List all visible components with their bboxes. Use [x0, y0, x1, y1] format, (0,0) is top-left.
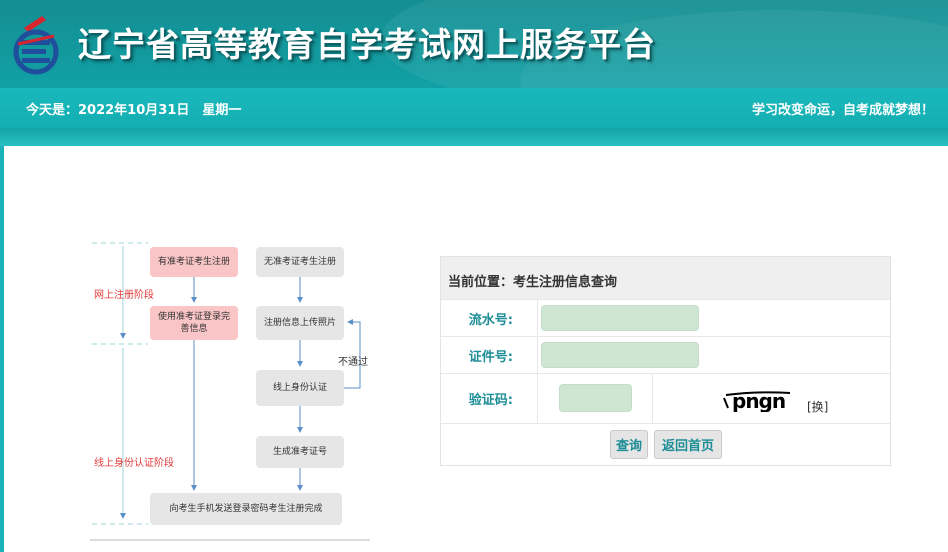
current-date: 今天是：2022年10月31日 星期一	[26, 103, 242, 118]
captcha-image[interactable]: pngn	[722, 388, 794, 412]
site-header: 辽宁省高等教育自学考试网上服务平台 今天是：2022年10月31日 星期一 学习…	[0, 0, 948, 146]
form-row-captcha: 验证码: pngn [换]	[441, 374, 890, 424]
flow-box-online-verify: 线上身份认证	[256, 370, 344, 406]
serial-number-input[interactable]	[541, 305, 699, 331]
id-label: 证件号:	[441, 337, 538, 373]
captcha-input-cell	[538, 374, 653, 423]
flowchart-connectors	[90, 242, 370, 541]
form-row-id: 证件号:	[441, 337, 890, 374]
registration-flowchart: 网上注册阶段 线上身份认证阶段 有准考证考生注册 使用准考证登录完善信息 无准考…	[86, 234, 386, 552]
flow-box-login-complete: 使用准考证登录完善信息	[150, 306, 238, 340]
id-number-input[interactable]	[541, 342, 699, 368]
refresh-captcha-link[interactable]: [换]	[807, 400, 829, 414]
stage-label-verify: 线上身份认证阶段	[94, 458, 174, 469]
flow-box-without-ticket: 无准考证考生注册	[256, 247, 344, 277]
breadcrumb: 当前位置：考生注册信息查询	[448, 275, 618, 290]
captcha-label: 验证码:	[441, 374, 538, 423]
captcha-text: pngn	[732, 389, 785, 412]
flow-box-register-upload: 注册信息上传照片	[256, 306, 344, 340]
not-passed-note: 不通过	[338, 357, 368, 368]
logo-icon	[13, 16, 59, 75]
captcha-input[interactable]	[559, 384, 632, 412]
site-title: 辽宁省高等教育自学考试网上服务平台	[78, 25, 656, 64]
header-bottom-band	[0, 128, 948, 146]
stage-label-online: 网上注册阶段	[94, 290, 154, 301]
panel-header: 当前位置：考生注册信息查询	[441, 257, 890, 300]
flow-box-generate-ticket: 生成准考证号	[256, 436, 344, 468]
left-edge-strip	[0, 146, 4, 552]
flow-box-send-password: 向考生手机发送登录密码考生注册完成	[150, 493, 342, 525]
info-bar: 今天是：2022年10月31日 星期一 学习改变命运，自考成就梦想！	[0, 88, 948, 128]
query-button[interactable]: 查询	[610, 430, 648, 459]
serial-label: 流水号:	[441, 300, 538, 336]
return-home-button[interactable]: 返回首页	[654, 430, 722, 459]
form-row-actions: 查询 返回首页	[441, 424, 890, 466]
slogan: 学习改变命运，自考成就梦想！	[751, 103, 934, 118]
flow-box-with-ticket: 有准考证考生注册	[150, 247, 238, 277]
query-form-panel: 当前位置：考生注册信息查询 流水号: 证件号: 验证码: pngn [换] 查询…	[440, 256, 891, 466]
form-row-serial: 流水号:	[441, 300, 890, 337]
